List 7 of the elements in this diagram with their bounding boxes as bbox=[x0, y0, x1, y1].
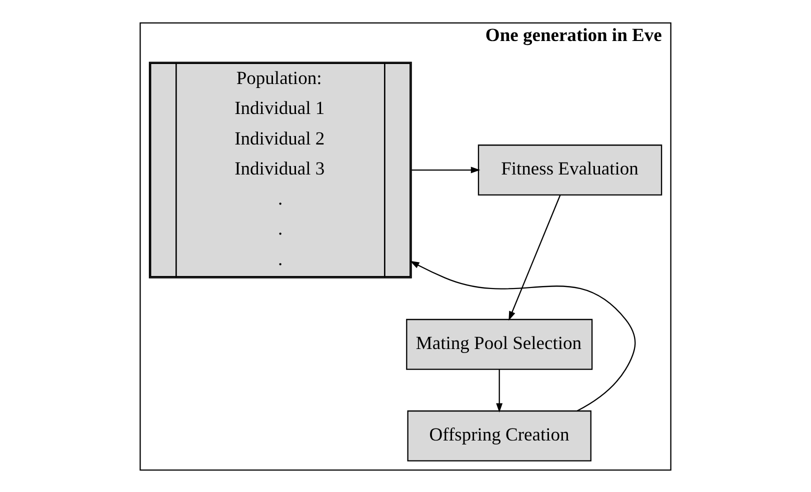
arrow bbox=[412, 166, 480, 173]
node-box: Offspring Creation bbox=[407, 410, 592, 461]
arrow bbox=[508, 194, 561, 320]
arrow bbox=[496, 368, 503, 412]
arrow bbox=[410, 260, 636, 411]
node-box: Mating Pool Selection bbox=[406, 318, 593, 370]
node-box: Fitness Evaluation bbox=[478, 144, 662, 196]
